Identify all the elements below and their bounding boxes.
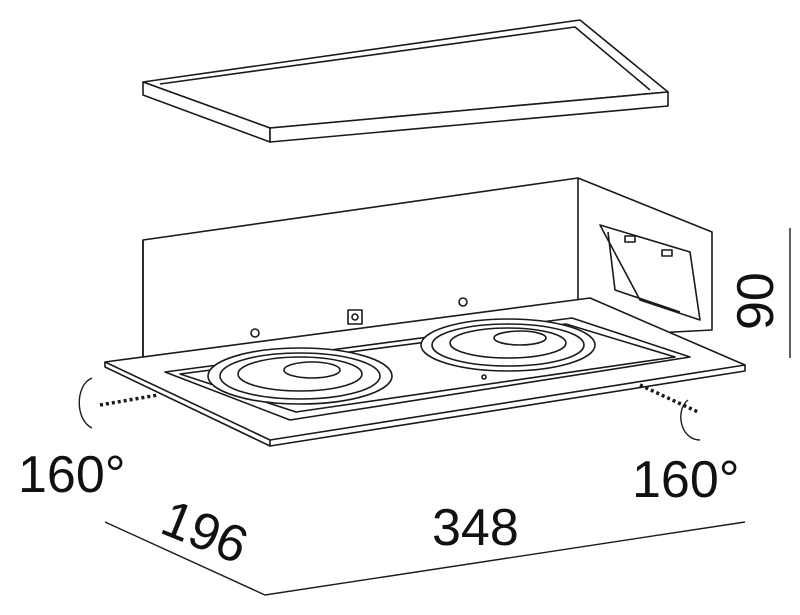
tilt-right-label: 160° (632, 451, 740, 509)
tilt-indicator-right (639, 383, 701, 441)
tilt-indicator-left (78, 377, 159, 429)
cover-plate (142, 19, 669, 143)
depth-label: 196 (154, 489, 256, 575)
dimension-lines (104, 521, 746, 596)
height-label: 90 (727, 272, 785, 330)
tilt-left-label: 160° (18, 446, 126, 504)
lamp-left (207, 347, 393, 405)
lamp-right (420, 318, 596, 372)
width-label: 348 (432, 499, 519, 557)
